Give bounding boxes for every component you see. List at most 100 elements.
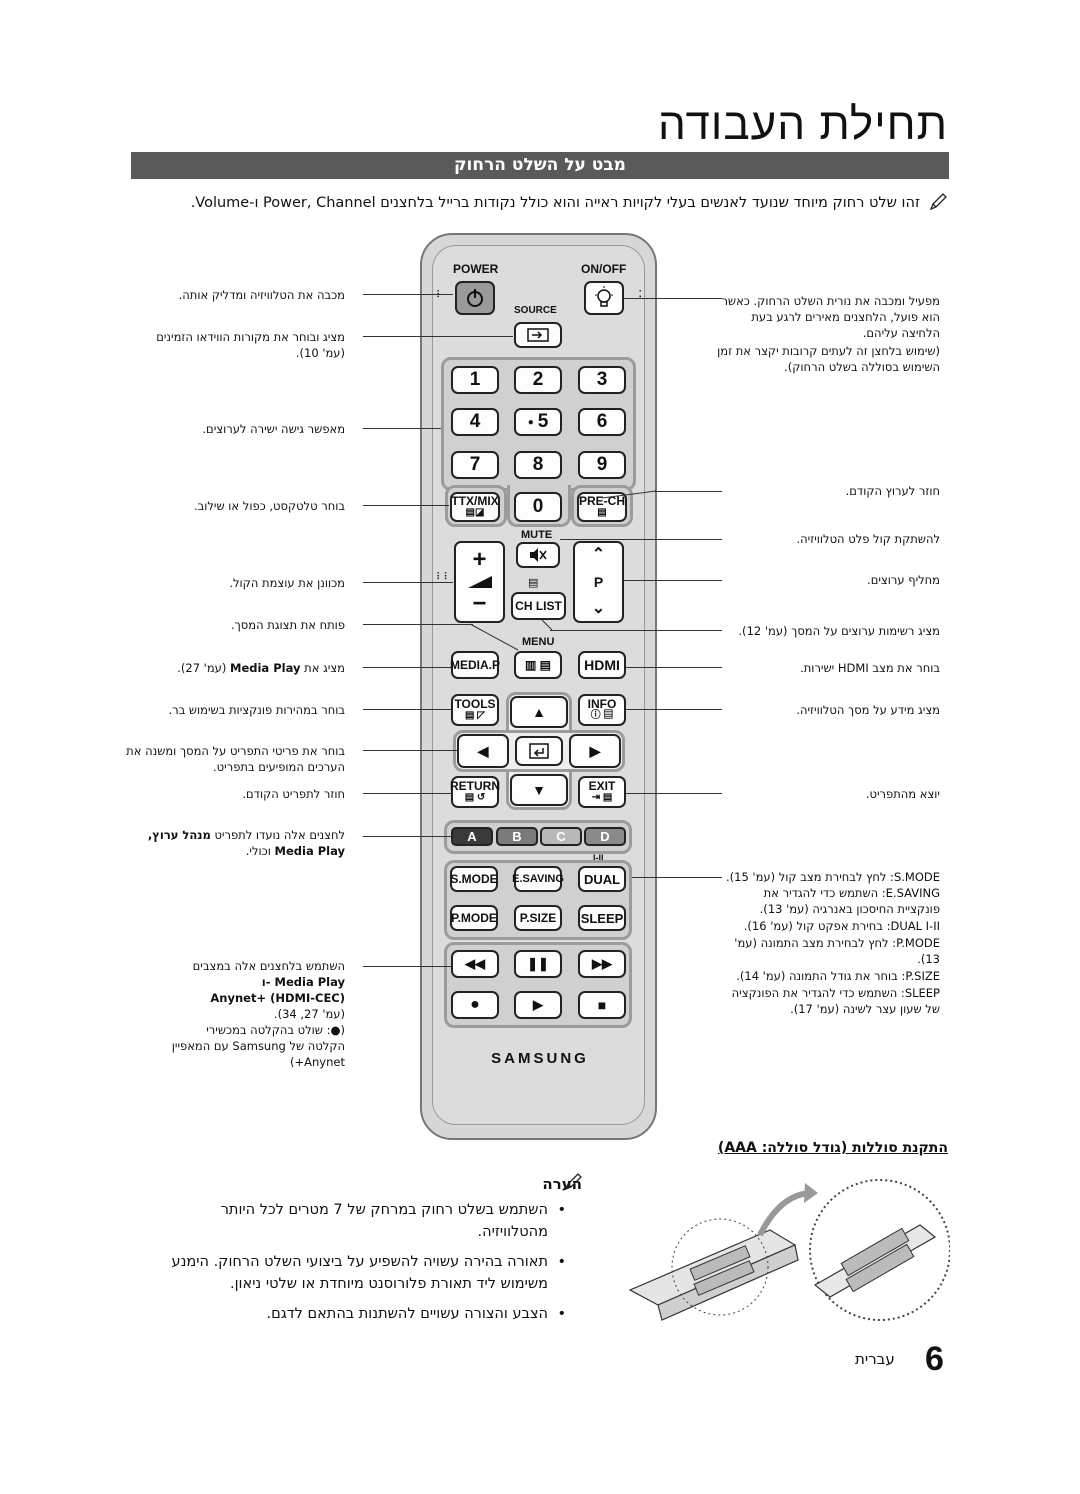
tools-icon: ▤ ◸ [465, 710, 485, 721]
page-title: תחילת העבודה [657, 100, 948, 149]
callout-line [626, 667, 722, 668]
braille-dots-icon: ⠅ [638, 290, 646, 301]
volume-up-label[interactable]: + [472, 546, 487, 573]
callout-line [624, 298, 722, 299]
record-button[interactable]: ● [451, 991, 499, 1019]
source-button[interactable] [514, 322, 562, 348]
exit-label: EXIT [588, 779, 616, 793]
volume-ramp-icon [467, 576, 492, 588]
return-button[interactable]: RETURN▤ ↺ [450, 776, 500, 808]
mediap-description-text: מציג את [304, 661, 345, 675]
dual-description: DUAL I-II: בחירת אפקט קול (עמ' 16). [743, 919, 940, 933]
e-saving-button[interactable]: E.SAVING [512, 866, 564, 892]
media-description-7: Anynet+) [290, 1055, 345, 1069]
sleep-button[interactable]: SLEEP [578, 905, 626, 931]
menu-icon: ▥ ▤ [524, 658, 551, 672]
callout-line [363, 428, 441, 429]
mediap-description-page: (עמ' 27). [177, 661, 227, 675]
page-language: עברית [855, 1350, 895, 1368]
number-6-button[interactable]: 6 [578, 408, 626, 436]
mute-button[interactable] [516, 542, 560, 568]
power-button[interactable] [455, 281, 495, 315]
number-8-button[interactable]: 8 [514, 451, 562, 479]
tools-button[interactable]: TOOLS▤ ◸ [451, 694, 499, 726]
color-d-button[interactable]: D [584, 827, 626, 846]
pause-icon: ❚❚ [527, 956, 549, 971]
number-5-label: 5 [537, 411, 549, 432]
color-c-button[interactable]: C [540, 827, 582, 846]
channel-up-icon[interactable]: ⌃ [591, 546, 606, 563]
number-2-button[interactable]: 2 [514, 366, 562, 394]
callout-line [363, 294, 453, 295]
channel-rocker[interactable]: ⌃ P ⌄ [573, 541, 624, 623]
exit-description: יוצא מהתפריט. [865, 787, 940, 801]
number-5-button[interactable]: ●5 [514, 408, 562, 436]
battery-compartment-icon [813, 1224, 937, 1298]
up-arrow-button[interactable]: ▲ [510, 696, 568, 728]
pre-ch-button[interactable]: PRE-CH▤ [577, 492, 627, 522]
channel-down-icon[interactable]: ⌄ [591, 600, 606, 617]
right-arrow-button[interactable]: ▶ [569, 734, 621, 768]
left-arrow-button[interactable]: ◀ [457, 734, 509, 768]
tools-label: TOOLS [454, 697, 496, 711]
return-description: חוזר לתפריט הקודם. [242, 787, 345, 801]
pencil-note-icon [929, 193, 947, 211]
battery-heading: התקנת סוללות (גודל סוללה: AAA) [717, 1140, 948, 1156]
callout-line [560, 539, 722, 540]
return-label: RETURN [450, 779, 500, 793]
number-1-button[interactable]: 1 [451, 366, 499, 394]
onoff-description-4: (שימוש בלחצן זה לעתים קרובות יקצר את זמן [717, 344, 940, 358]
section-header: מבט על השלט הרחוק [131, 152, 949, 179]
pause-button[interactable]: ❚❚ [514, 950, 562, 978]
volume-down-label[interactable]: − [472, 590, 487, 617]
numbers-description: מאפשר גישה ישירה לערוצים. [202, 422, 345, 436]
number-9-button[interactable]: 9 [578, 451, 626, 479]
nav-description: בוחר את פריטי התפריט על המסך ומשנה את [126, 744, 345, 758]
s-mode-button[interactable]: S.MODE [450, 866, 498, 892]
hdmi-button[interactable]: HDMI [578, 651, 626, 679]
number-3-button[interactable]: 3 [578, 366, 626, 394]
list-item: השתמש בשלט רחוק במרחק של 7 מטרים לכל היו… [148, 1199, 566, 1243]
stop-button[interactable]: ■ [578, 991, 626, 1019]
power-label: POWER [453, 262, 499, 276]
power-description: מכבה את הטלוויזיה ומדליק אותה. [178, 288, 345, 302]
record-icon: ● [470, 996, 480, 1013]
number-7-button[interactable]: 7 [451, 451, 499, 479]
number-0-button[interactable]: 0 [514, 492, 562, 522]
menu-description: פותח את תצוגת המסך. [230, 618, 345, 632]
color-a-button[interactable]: A [451, 827, 493, 846]
ch-list-button[interactable]: CH LIST [511, 592, 566, 620]
color-b-button[interactable]: B [496, 827, 538, 846]
menu-button[interactable]: ▥ ▤ [514, 651, 562, 679]
mute-description: להשתקת קול פלט הטלוויזיה. [796, 532, 940, 546]
dual-button[interactable]: DUAL [578, 866, 626, 892]
callout-line [470, 623, 519, 651]
media-description-3: Anynet+ (HDMI-CEC) [210, 991, 345, 1005]
play-button[interactable]: ▶ [514, 991, 562, 1019]
source-description-page: (עמ' 10). [295, 346, 345, 360]
p-size-button[interactable]: P.SIZE [514, 905, 562, 931]
p-mode-button[interactable]: P.MODE [450, 905, 498, 931]
rewind-button[interactable]: ◀◀ [451, 950, 499, 978]
volume-rocker[interactable]: + − [454, 541, 505, 623]
page-number: 6 [925, 1340, 944, 1378]
media-description-5: (●: שולט בהקלטה במכשירי [206, 1023, 345, 1037]
source-input-icon [527, 328, 549, 342]
chlist-description: מציג רשימות ערוצים על המסך (עמ' 12). [738, 624, 940, 638]
onoff-button[interactable] [584, 281, 624, 315]
list-item: תאורה בהירה עשויה להשפיע על ביצועי השלט … [148, 1251, 566, 1295]
channel-p-label: P [593, 574, 604, 590]
down-arrow-button[interactable]: ▼ [510, 774, 568, 806]
exit-button[interactable]: EXIT⇥ ▤ [578, 776, 626, 808]
ttx-mix-button[interactable]: TTX/MIX▤◪ [450, 492, 500, 522]
callout-line [632, 877, 722, 878]
media-p-button[interactable]: MEDIA.P [450, 651, 500, 679]
fast-forward-icon: ▶▶ [592, 956, 612, 971]
remote-back-cover-icon [628, 1229, 799, 1321]
enter-button[interactable] [515, 736, 563, 766]
fast-forward-button[interactable]: ▶▶ [578, 950, 626, 978]
number-4-button[interactable]: 4 [451, 408, 499, 436]
volume-description: מכוונן את עוצמת הקול. [229, 576, 345, 590]
return-icon: ▤ ↺ [464, 792, 486, 803]
